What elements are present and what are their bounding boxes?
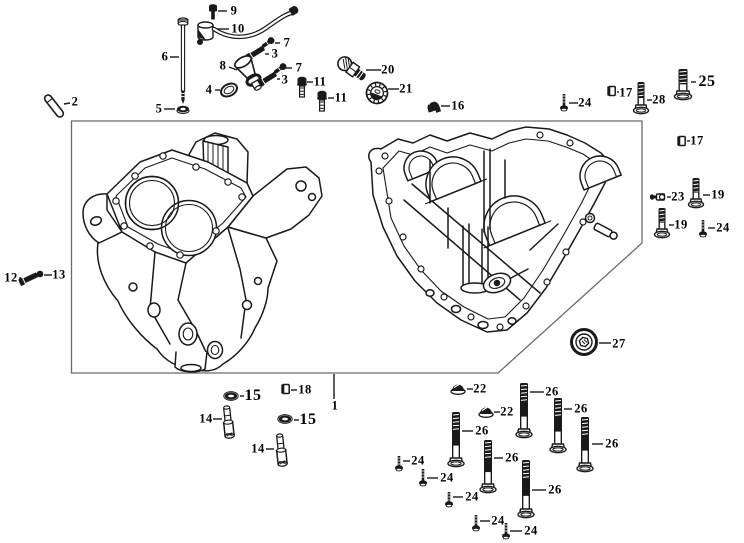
part-breather-hose: [197, 5, 299, 45]
part-clip: [677, 135, 686, 147]
cylinder-bore: [160, 199, 218, 257]
part-screw-head-top: [209, 4, 217, 20]
oil-passage-boss: [482, 272, 512, 294]
figure-box-outline: [70, 120, 643, 374]
part-shouldered-bolt: [275, 433, 288, 467]
bearing-saddle: [579, 155, 622, 191]
part-small-screw: [699, 220, 707, 238]
part-clip: [607, 85, 616, 97]
part-small-screw: [502, 523, 510, 540]
part-clip: [281, 383, 290, 395]
part-hex-socket-plug: [570, 328, 598, 356]
part-glyphs: [18, 4, 707, 540]
part-bolt-flange: [549, 398, 567, 454]
hose-end-connector: [288, 5, 299, 16]
part-bolt-flange: [653, 208, 671, 239]
callout-leader-lines: [19, 10, 715, 532]
part-small-screw: [395, 456, 403, 472]
part-bolt-flange: [576, 417, 594, 473]
part-oil-funnel: [234, 55, 262, 91]
part-seal-washer: [223, 391, 239, 401]
part-dome-nut: [478, 406, 494, 418]
upper-crankcase-drawing: [82, 132, 323, 373]
part-knurled-plug: [365, 81, 389, 105]
part-spring-pin: [257, 71, 277, 87]
callout-8-leader: [228, 66, 238, 71]
left-mount-wing: [82, 193, 123, 244]
flange-bolt-holes: [375, 131, 587, 331]
part-spring-pin: [18, 272, 39, 286]
part-o-ring: [220, 82, 238, 98]
part-joint-fitting: [649, 193, 666, 201]
part-ball-screw: [262, 37, 275, 48]
part-small-screw: [560, 94, 568, 112]
part-bolt-flange: [515, 383, 533, 439]
part-bolt-flange: [673, 69, 693, 101]
part-dot-bolt: [33, 270, 44, 278]
part-oil-pressure-sensor: [337, 56, 366, 81]
part-dome-nut: [450, 383, 466, 395]
part-bolt-flange: [447, 412, 465, 468]
right-side-fitting: [593, 222, 618, 240]
gasket-bolt-holes: [112, 152, 246, 259]
bearing-saddle: [424, 156, 488, 205]
part-nut: [176, 105, 190, 114]
part-dowel-pin: [43, 94, 65, 118]
part-bolt-flange: [479, 440, 497, 494]
lower-crankcase-drawing: [368, 126, 622, 333]
bearing-saddle: [403, 150, 441, 182]
part-bolt-head-top: [317, 90, 327, 112]
part-ball-screw: [274, 63, 287, 74]
part-bolt-head-top: [297, 76, 307, 98]
part-bolt-flange: [687, 178, 705, 209]
part-small-screw: [445, 492, 453, 508]
part-small-screw: [472, 515, 480, 532]
part-shouldered-bolt: [222, 405, 235, 439]
part-bolt-flange: [632, 82, 650, 115]
part-seal-washer: [277, 414, 293, 424]
part-plug: [427, 101, 442, 113]
part-small-screw: [419, 469, 427, 487]
part-stud: [177, 17, 189, 104]
part-bolt-flange: [517, 460, 535, 519]
callout-2-leader: [63, 102, 71, 105]
